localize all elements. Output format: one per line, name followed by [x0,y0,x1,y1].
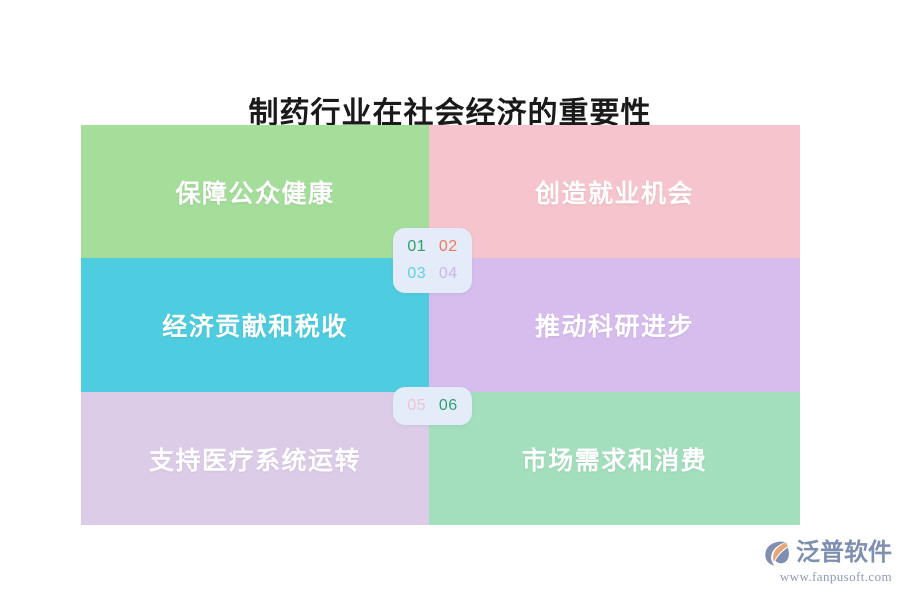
grid-cell-employment[interactable]: 创造就业机会 [429,125,800,258]
importance-grid: 保障公众健康 创造就业机会 经济贡献和税收 推动科研进步 支持医疗系统运转 市场… [81,125,800,525]
grid-cell-research[interactable]: 推动科研进步 [429,258,800,392]
number-badge-top: 01 02 03 04 [393,228,472,293]
grid-cell-healthcare-system[interactable]: 支持医疗系统运转 [81,392,429,525]
grid-cell-label: 经济贡献和税收 [162,314,348,341]
grid-cell-label: 市场需求和消费 [521,447,708,475]
grid-cell-label: 支持医疗系统运转 [148,447,361,475]
badge-number-04: 04 [438,264,458,282]
logo-url: www.fanpusoft.com [779,569,892,584]
grid-cell-label: 保障公众健康 [175,180,335,208]
fanpusoft-logo-icon [762,539,792,567]
grid-cell-economic-tax[interactable]: 经济贡献和税收 [81,258,429,392]
badge-number-01: 01 [407,238,427,256]
grid-cell-public-health[interactable]: 保障公众健康 [81,125,429,258]
badge-number-03: 03 [407,264,427,282]
grid-cell-label: 推动科研进步 [534,314,694,341]
grid-cell-market-demand[interactable]: 市场需求和消费 [429,392,800,525]
number-badge-bottom: 05 06 [393,387,472,425]
badge-number-06: 06 [438,397,458,414]
logo-row: 泛普软件 [762,538,892,568]
page-title: 制药行业在社会经济的重要性 [248,97,652,131]
logo-brand-name: 泛普软件 [796,540,892,566]
badge-number-05: 05 [407,397,427,414]
badge-number-02: 02 [438,238,458,256]
grid-cell-label: 创造就业机会 [534,180,694,208]
brand-logo[interactable]: 泛普软件 www.fanpusoft.com [762,538,892,588]
